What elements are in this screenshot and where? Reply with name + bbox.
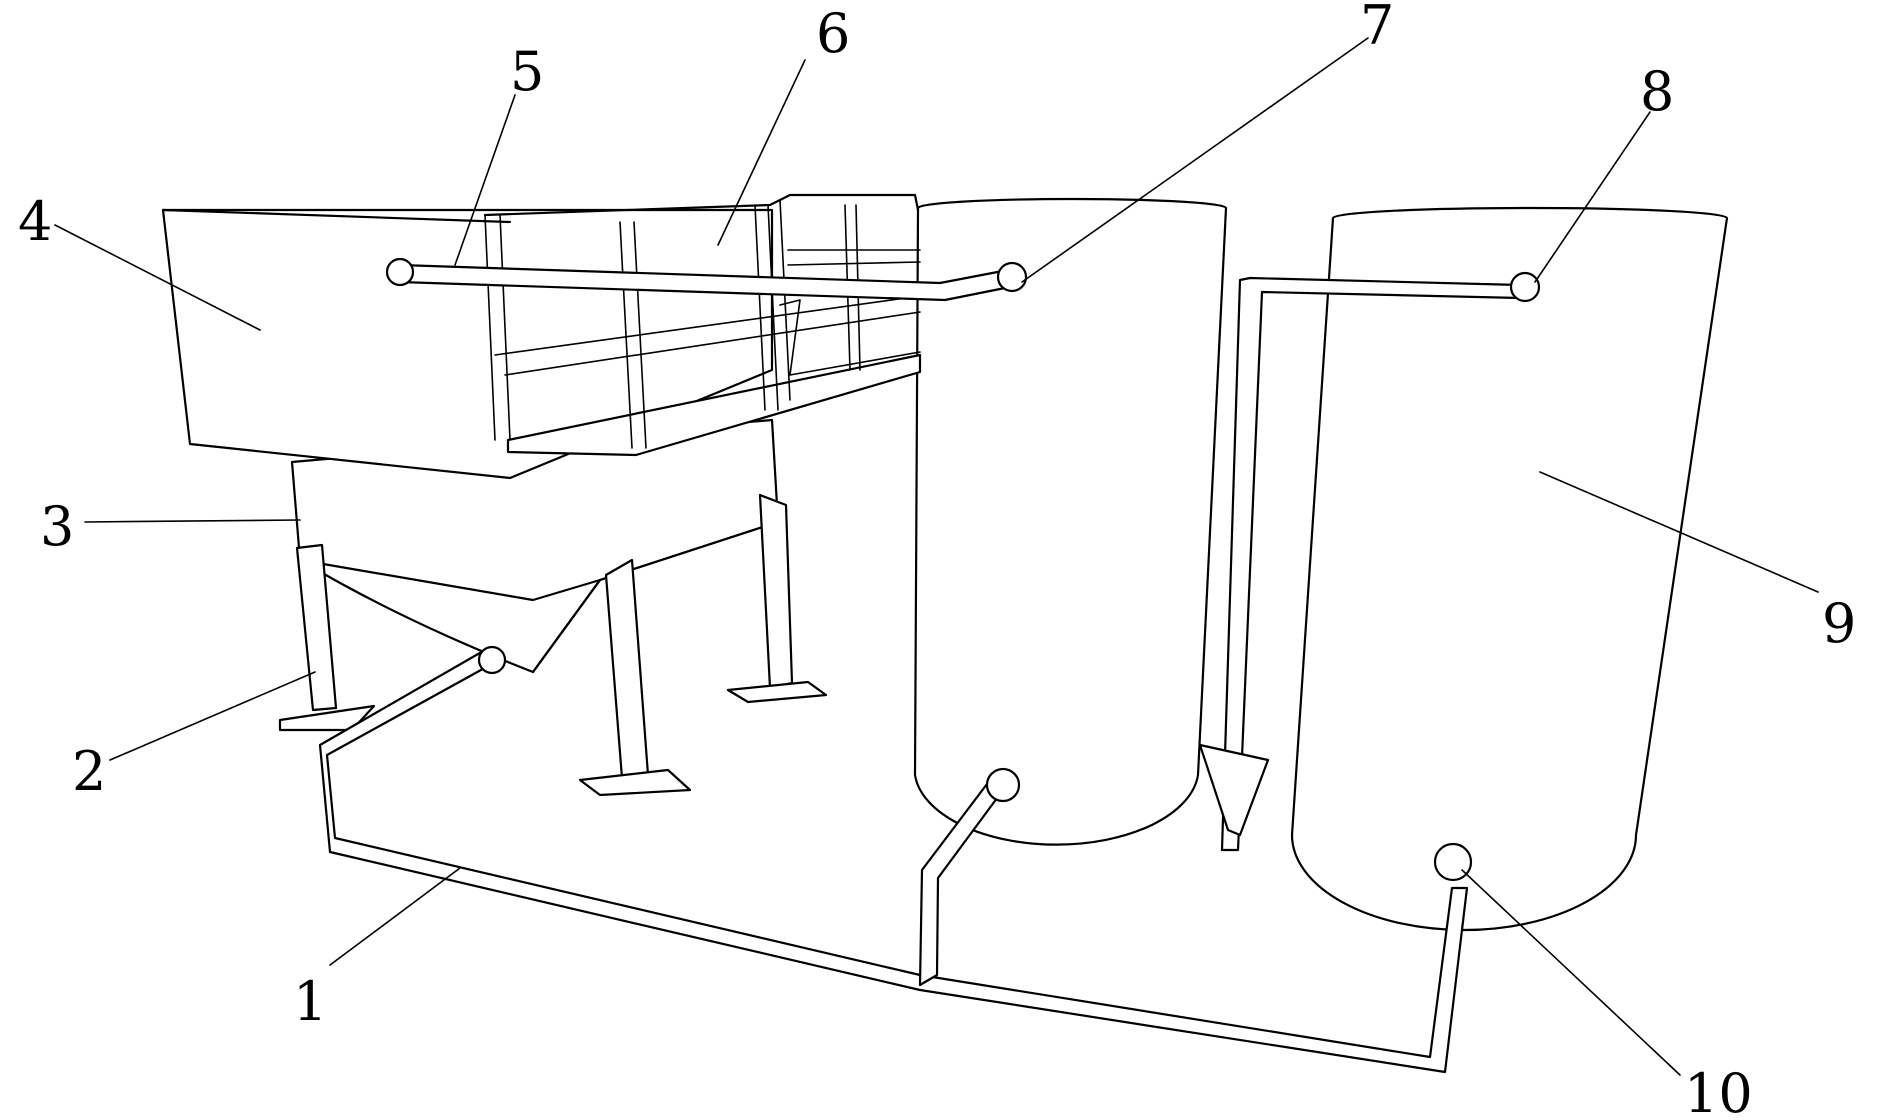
- label-1: 1: [293, 970, 327, 1033]
- middle-tank: [913, 197, 1228, 846]
- right-tank: [1290, 206, 1729, 932]
- pipe-8: [1198, 271, 1541, 852]
- label-7: 7: [1360, 0, 1394, 57]
- railing-platform: [483, 193, 922, 457]
- pipe-5: [385, 257, 1028, 302]
- pipe-1: [318, 645, 1473, 1074]
- label-8: 8: [1640, 60, 1674, 123]
- support-legs: [278, 493, 828, 797]
- label-6: 6: [816, 2, 850, 65]
- part-labels: 4 3 2 1 5 6 7 8 9 10: [18, 0, 1856, 1120]
- label-5: 5: [510, 40, 544, 103]
- label-2: 2: [72, 740, 106, 803]
- label-10: 10: [1684, 1062, 1753, 1120]
- label-4: 4: [18, 190, 52, 253]
- label-9: 9: [1822, 592, 1856, 655]
- leader-lines: [54, 37, 1819, 1076]
- label-3: 3: [40, 495, 74, 558]
